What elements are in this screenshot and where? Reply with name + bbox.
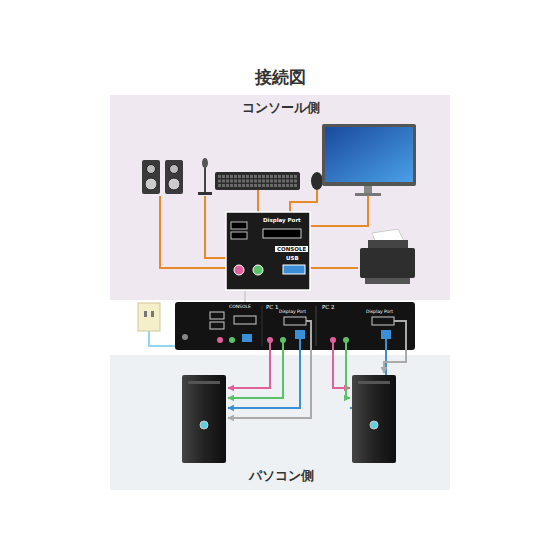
- console-panel-text: Display Port: [263, 217, 301, 223]
- port-label: PC 1: [266, 305, 278, 311]
- mouse: [311, 172, 323, 190]
- power-outlet: [138, 303, 175, 346]
- pc-band-ground: [110, 355, 450, 490]
- keyboard: [215, 172, 300, 190]
- zoom-leader: [245, 291, 246, 302]
- printer: [360, 229, 415, 284]
- kvm-jacks: [267, 330, 391, 343]
- console-panel-text: USB: [286, 255, 299, 261]
- diagram-title: 接続図: [0, 66, 560, 89]
- pc-side-band: パソコン側: [110, 355, 450, 490]
- console-panel: Display PortCONSOLE USB: [226, 212, 310, 290]
- speakers: [142, 160, 183, 194]
- console-panel-text: CONSOLE: [275, 246, 308, 252]
- pc-side-band-text: パソコン側: [111, 469, 451, 484]
- port-label: Display Port: [279, 310, 306, 315]
- console-panel-ports: [226, 212, 310, 290]
- monitor: [322, 124, 416, 196]
- port-label: PC 2: [322, 305, 334, 311]
- pc-towers: [182, 375, 396, 463]
- kvm-switch: [175, 302, 415, 350]
- console-side-band-text: コンソール側: [111, 101, 451, 116]
- port-label: CONSOLE: [229, 305, 251, 310]
- port-label: Display Port: [366, 310, 393, 315]
- console-band-ground: [110, 95, 450, 300]
- microphone: [198, 158, 212, 195]
- console-side-band: コンソール側 Display PortCONSOLE USB: [110, 95, 450, 300]
